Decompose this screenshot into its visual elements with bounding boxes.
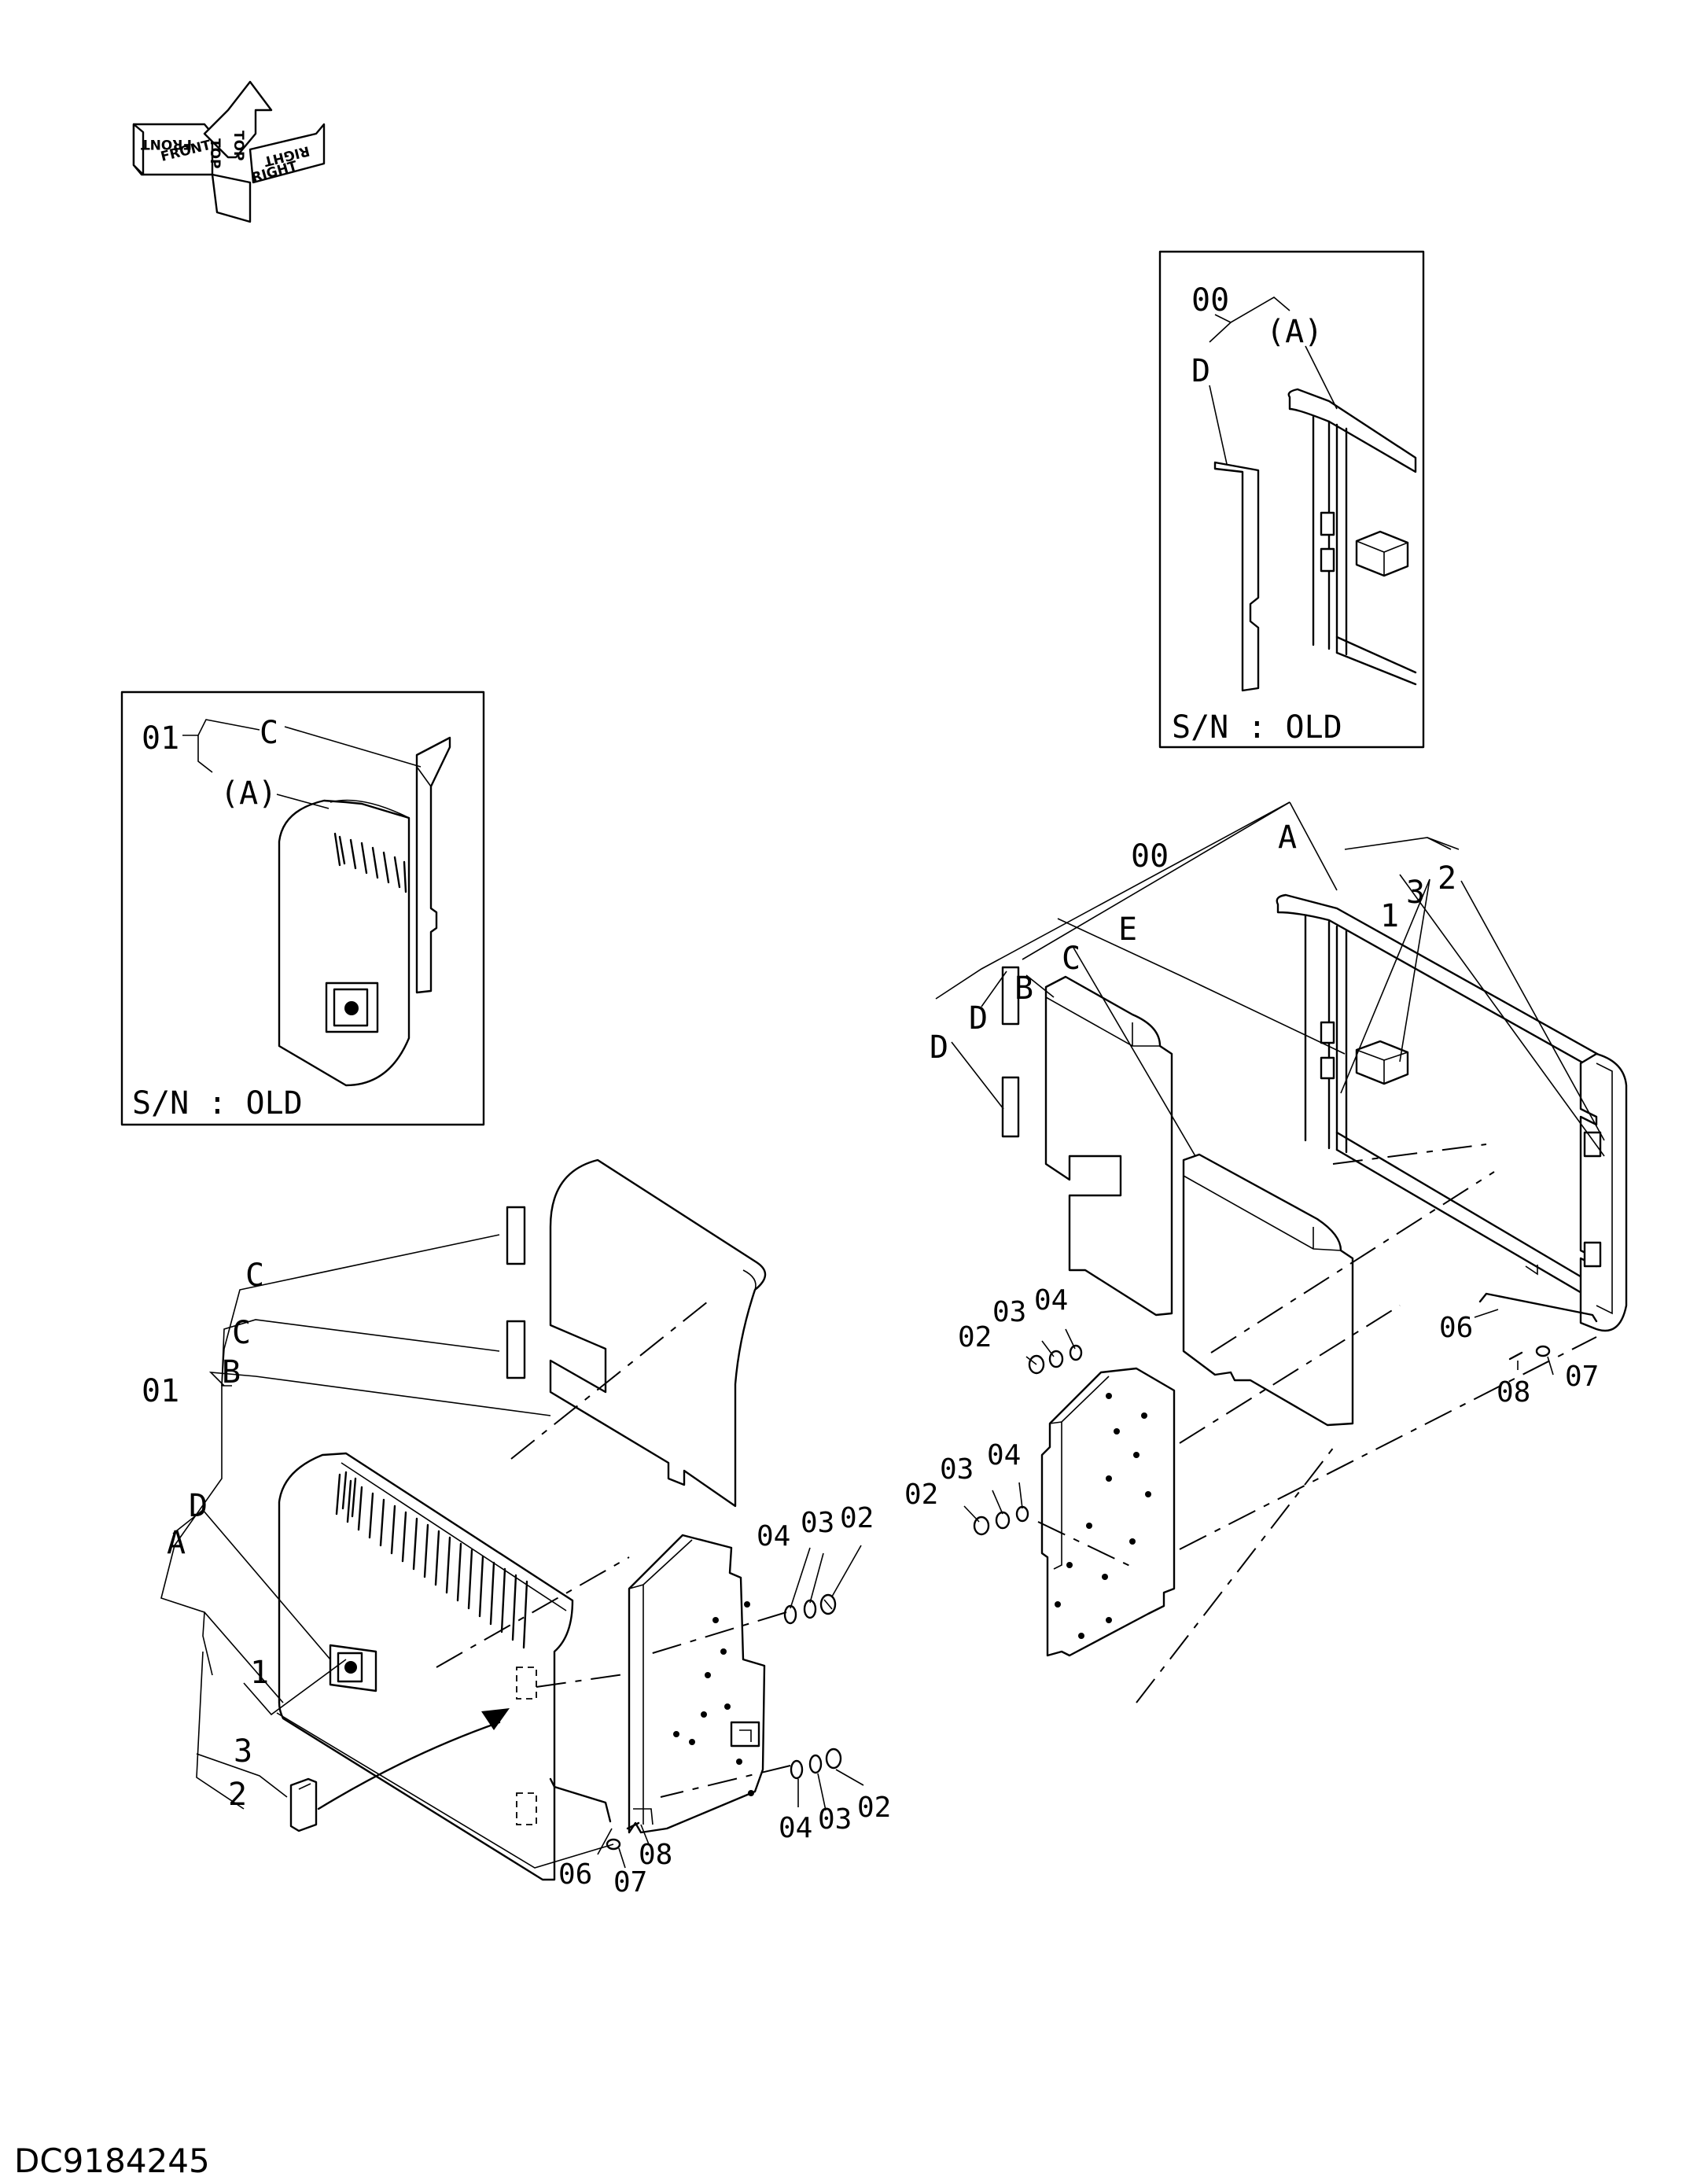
compass-top-mirror: TOP <box>230 131 246 161</box>
seal-strip-c-lower <box>506 1320 526 1379</box>
left-label-06: 06 <box>558 1858 592 1891</box>
inset-left-label-c: C <box>260 715 278 751</box>
inset-left-louvers <box>333 832 407 893</box>
plate-holes-right <box>1055 1393 1151 1639</box>
right-label-1: 1 <box>1380 898 1399 934</box>
plate-holes-left <box>673 1601 754 1796</box>
left-label-a: A <box>167 1525 186 1561</box>
louvers <box>335 1471 528 1649</box>
compass-front-mirror: FRONT <box>141 136 192 152</box>
fasteners-upper-right <box>1028 1344 1083 1375</box>
right-label-00: 00 <box>1131 838 1169 875</box>
left-label-c2: C <box>232 1315 251 1351</box>
door-panel-a <box>278 1452 574 1881</box>
insulator-b <box>549 1158 767 1508</box>
hinge-rod-06-right <box>1478 1292 1598 1323</box>
right-label-d1: D <box>969 1000 988 1037</box>
left-label-03-lower: 03 <box>818 1803 852 1836</box>
orientation-compass-icon: FRONT FRONT TOP TOP RIGHT RIGHT <box>132 80 326 223</box>
right-label-03-upper: 03 <box>992 1296 1026 1328</box>
inset-right-label-a: (A) <box>1266 314 1323 350</box>
inset-left-label-a: (A) <box>220 775 277 812</box>
right-label-c: C <box>1062 941 1081 977</box>
right-label-04-upper: 04 <box>1034 1284 1068 1317</box>
left-label-07: 07 <box>613 1866 647 1899</box>
left-label-d: D <box>189 1488 208 1524</box>
right-label-d2: D <box>930 1029 948 1066</box>
seal-strip-d-lower <box>1001 1076 1020 1138</box>
right-label-2: 2 <box>1438 860 1456 897</box>
hinge-plate-right <box>1040 1367 1176 1657</box>
left-label-b: B <box>222 1354 241 1390</box>
seal-strip-c-upper <box>506 1206 526 1265</box>
right-label-08: 08 <box>1497 1376 1530 1409</box>
inset-left-note: S/N : OLD <box>132 1085 303 1121</box>
right-label-e: E <box>1118 912 1137 948</box>
fasteners-lower-left <box>790 1748 842 1780</box>
left-label-2: 2 <box>228 1777 247 1813</box>
right-label-02-upper: 02 <box>958 1321 992 1353</box>
right-label-a: A <box>1278 819 1297 856</box>
inset-left-old: 01 C (A) S/N : OLD <box>120 691 485 1126</box>
inset-right-label-00: 00 <box>1191 282 1229 319</box>
inset-right-note: S/N : OLD <box>1172 709 1342 746</box>
inset-right-label-d: D <box>1191 353 1210 389</box>
left-assembly: C C B 01 D A 1 3 2 04 03 02 04 03 02 06 … <box>142 1158 891 1899</box>
left-label-c1: C <box>245 1258 264 1294</box>
insulator-c-right <box>1182 1153 1354 1427</box>
seal-strip-d-upper <box>1001 966 1020 1026</box>
right-label-06: 06 <box>1439 1312 1473 1344</box>
right-label-04-lower: 04 <box>987 1439 1021 1471</box>
door-lock-icon <box>329 1644 377 1692</box>
right-label-02-lower: 02 <box>904 1479 938 1511</box>
right-label-03-lower: 03 <box>940 1453 974 1486</box>
compass-top-label: TOP <box>207 138 223 169</box>
door-frame-right <box>1276 893 1628 1332</box>
right-label-3: 3 <box>1406 875 1425 911</box>
handle-part-2 <box>289 1777 318 1832</box>
inset-right-old: 00 (A) D S/N : OLD <box>1158 250 1425 749</box>
left-label-3: 3 <box>234 1733 252 1770</box>
left-label-04-upper: 04 <box>757 1520 790 1552</box>
left-label-02-lower: 02 <box>857 1792 891 1824</box>
hinge-rod-06 <box>549 1777 612 1823</box>
install-arrow <box>317 1721 501 1810</box>
left-label-1: 1 <box>250 1655 269 1691</box>
drawing-code: DC9184245 <box>14 2142 210 2180</box>
left-label-03-upper: 03 <box>801 1507 834 1539</box>
inset-left-lock-icon <box>325 982 379 1033</box>
insulator-b-right <box>1044 975 1173 1317</box>
fasteners-upper-left <box>783 1593 837 1625</box>
right-label-07: 07 <box>1565 1361 1599 1393</box>
left-label-08: 08 <box>639 1839 672 1871</box>
left-label-01: 01 <box>142 1373 179 1409</box>
right-assembly: 00 A 1 3 2 E C B D D 04 03 02 04 03 02 0… <box>904 801 1628 1703</box>
inset-left-label-01: 01 <box>142 720 179 757</box>
install-arrow-head <box>481 1708 510 1730</box>
right-label-b: B <box>1014 970 1033 1007</box>
left-label-02-upper: 02 <box>840 1502 874 1534</box>
left-label-04-lower: 04 <box>779 1812 812 1844</box>
